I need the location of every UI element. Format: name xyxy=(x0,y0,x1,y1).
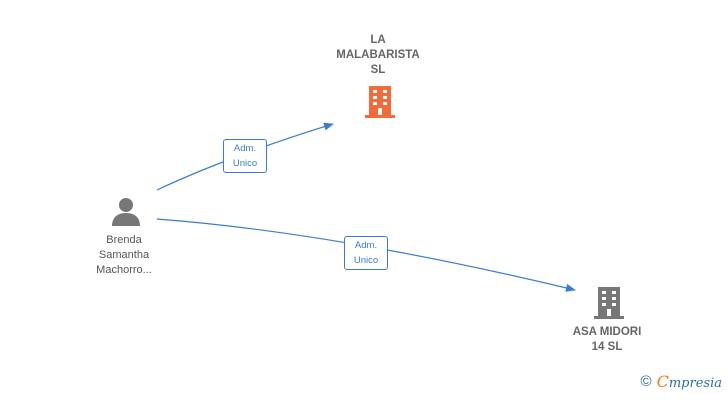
edge-label-adm-unico: Adm. Unico xyxy=(223,139,267,173)
copyright-symbol: © xyxy=(640,373,652,390)
company-label-asa-midori[interactable]: ASA MIDORI 14 SL xyxy=(572,326,642,353)
building-icon[interactable] xyxy=(592,285,626,321)
company-label-la-malabarista[interactable]: LA MALABARISTA SL xyxy=(336,34,420,76)
building-icon[interactable] xyxy=(363,84,397,120)
empresia-logo: © Cmpresia xyxy=(641,372,722,391)
edge-label-adm-unico: Adm. Unico xyxy=(344,236,388,270)
brand-name: Cmpresia xyxy=(656,372,722,391)
person-label-brenda[interactable]: Brenda Samantha Machorro... xyxy=(96,234,152,276)
person-icon[interactable] xyxy=(110,196,142,228)
